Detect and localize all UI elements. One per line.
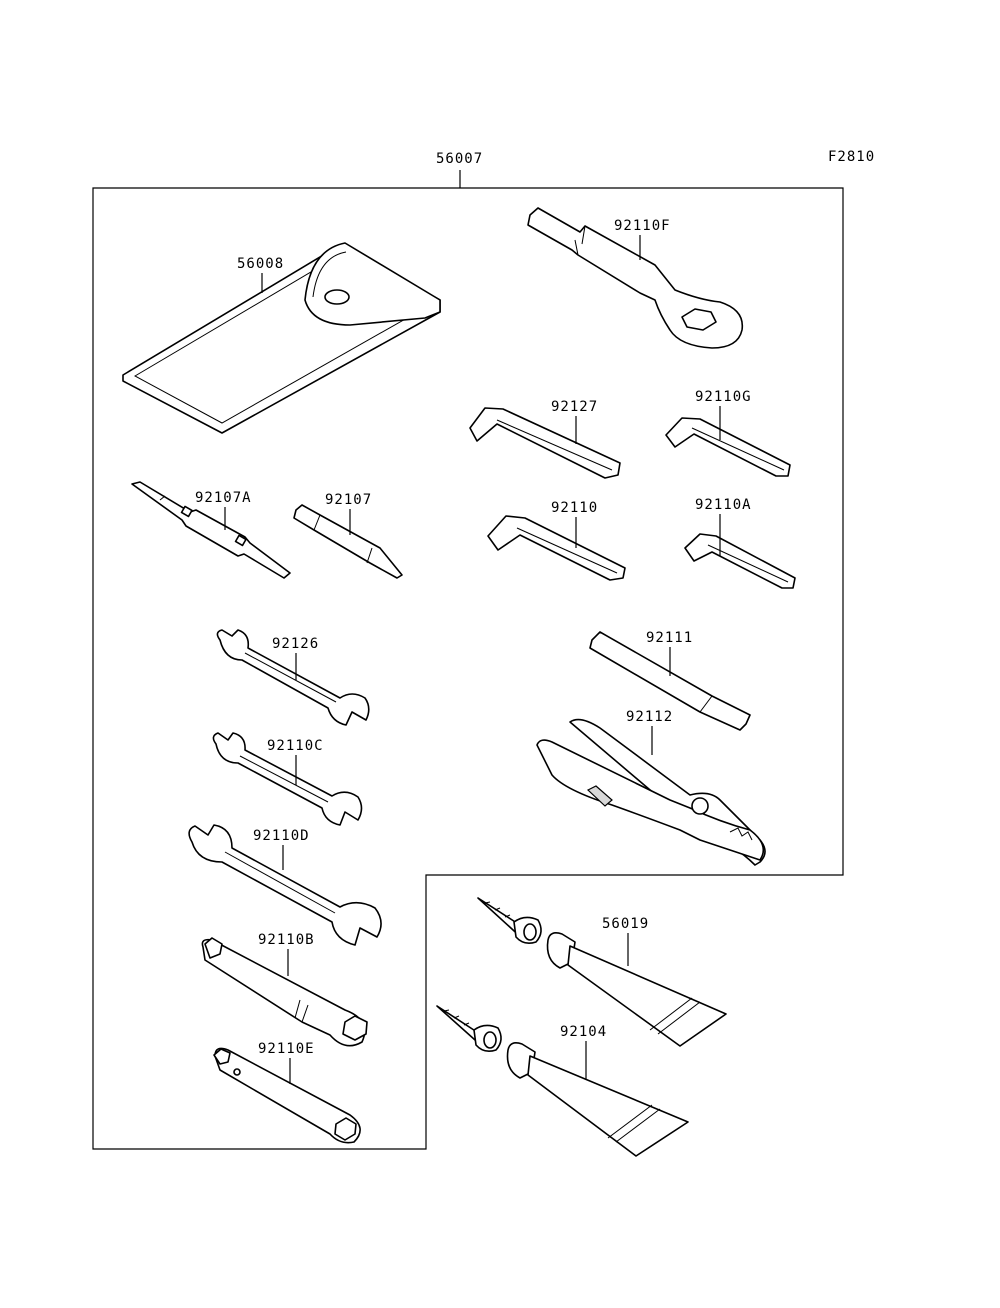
part-label-56008: 56008: [237, 256, 284, 272]
tool-bag[interactable]: [122, 242, 441, 434]
part-label-92127: 92127: [551, 399, 598, 415]
part-label-92107: 92107: [325, 492, 372, 508]
part-label-92111: 92111: [646, 630, 693, 646]
part-label-92107A: 92107A: [195, 490, 252, 506]
hex-key-92110G[interactable]: [665, 417, 791, 477]
hex-key-92127[interactable]: [469, 407, 621, 479]
socket-wrench-92110E[interactable]: [213, 1047, 361, 1144]
part-label-92110A: 92110A: [695, 497, 752, 513]
assembly-part-number: 56007: [436, 151, 483, 167]
part-label-92110B: 92110B: [258, 932, 315, 948]
wrench-92126[interactable]: [216, 629, 370, 726]
hex-key-92110A[interactable]: [684, 533, 796, 589]
pliers-92112[interactable]: [536, 718, 766, 866]
part-label-92110: 92110: [551, 500, 598, 516]
part-label-92104: 92104: [560, 1024, 607, 1040]
figure-code: F2810: [828, 149, 875, 165]
hex-key-92110[interactable]: [487, 515, 626, 581]
screwdriver-92107[interactable]: [293, 504, 403, 579]
part-label-92110C: 92110C: [267, 738, 324, 754]
part-label-92126: 92126: [272, 636, 319, 652]
screwdriver-92107A[interactable]: [131, 481, 291, 579]
wrench-92110D[interactable]: [188, 824, 382, 946]
tube-92104[interactable]: [436, 1005, 689, 1157]
handle-bar-92111[interactable]: [589, 631, 751, 731]
part-label-92110G: 92110G: [695, 389, 752, 405]
part-label-56019: 56019: [602, 916, 649, 932]
assembly-frame: [92, 187, 844, 1150]
part-label-92110F: 92110F: [614, 218, 671, 234]
part-label-92110E: 92110E: [258, 1041, 315, 1057]
box-wrench-large[interactable]: [527, 207, 744, 349]
part-label-92110D: 92110D: [253, 828, 310, 844]
tube-56019[interactable]: [477, 897, 727, 1047]
part-label-92112: 92112: [626, 709, 673, 725]
wrench-92110C[interactable]: [212, 732, 363, 826]
socket-wrench-92110B[interactable]: [201, 937, 368, 1047]
